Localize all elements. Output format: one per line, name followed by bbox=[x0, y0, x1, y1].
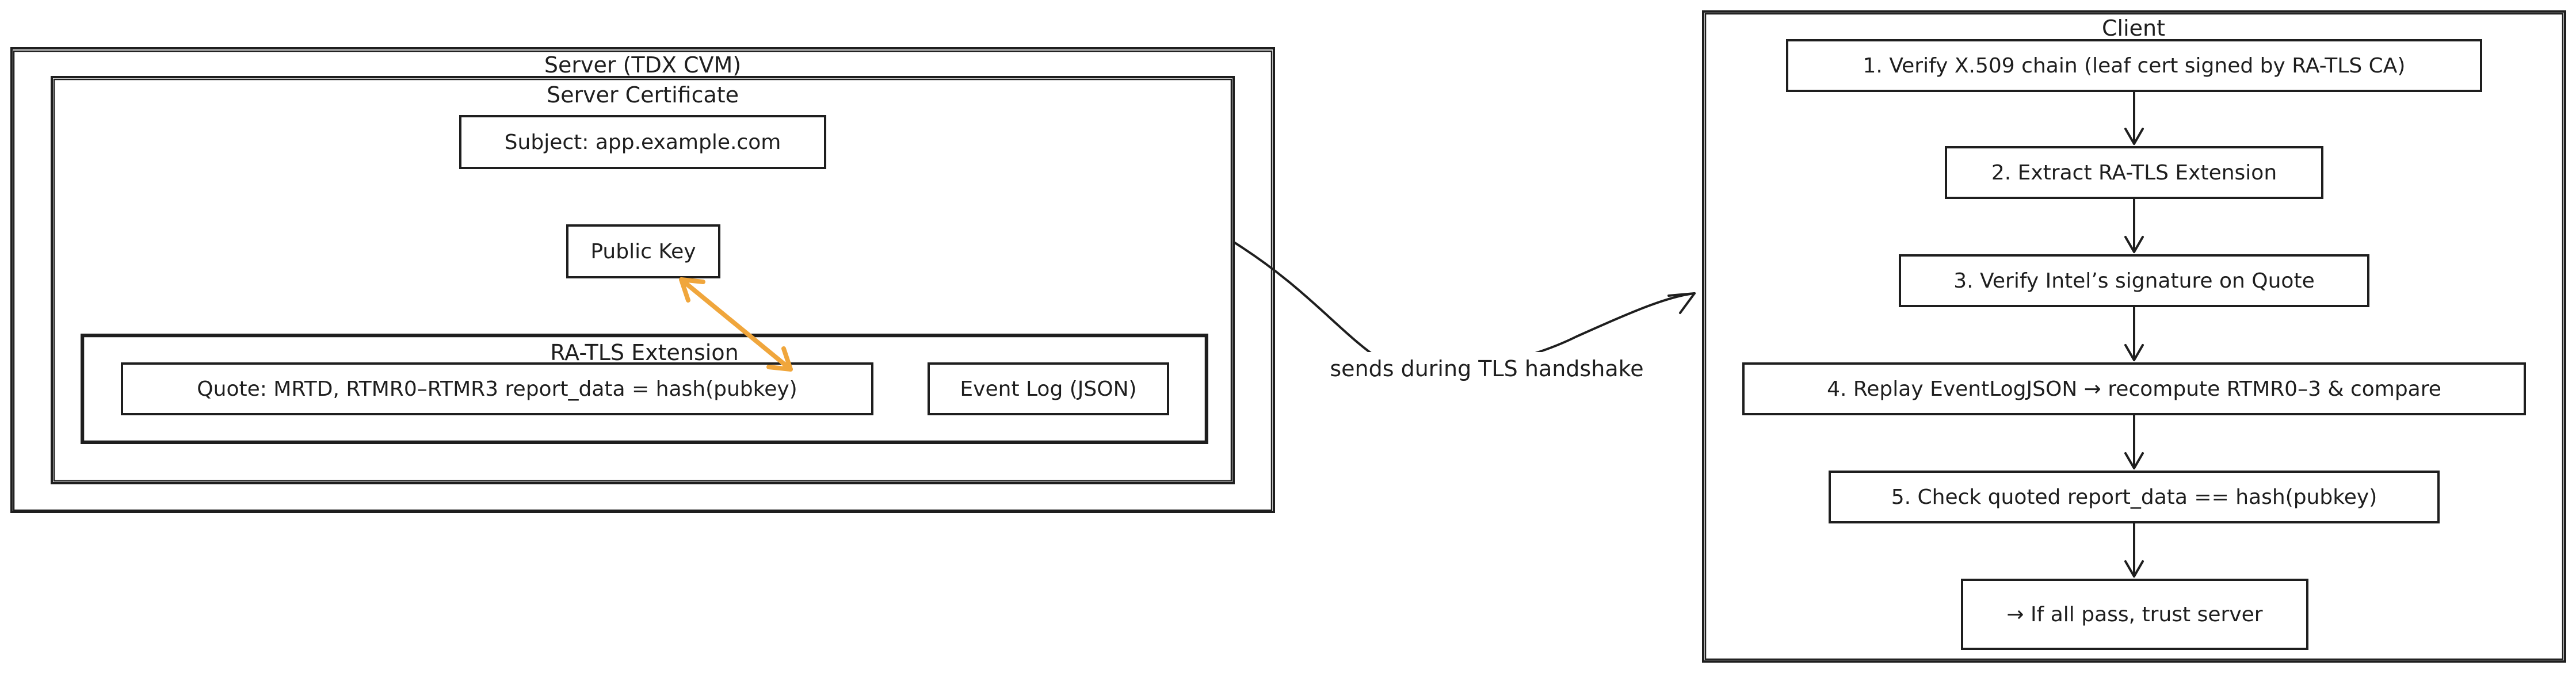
extension-title: RA-TLS Extension bbox=[550, 340, 738, 365]
client-frame-sketch bbox=[1704, 13, 2564, 660]
step-2-to-3-arrow bbox=[2124, 198, 2144, 253]
server-panel: Server (TDX CVM) Server Certificate Subj… bbox=[10, 47, 1275, 513]
pubkey-hash-link bbox=[679, 277, 793, 372]
handshake-arrowhead bbox=[1667, 292, 1696, 314]
step-5-to-6-arrow bbox=[2124, 522, 2144, 578]
event-log-label: Event Log (JSON) bbox=[960, 377, 1136, 401]
handshake-arrow bbox=[1234, 242, 1696, 373]
client-panel: Client 1. Verify X.509 chain (leaf cert … bbox=[1702, 10, 2566, 663]
public-key-label: Public Key bbox=[590, 240, 696, 263]
step-6-label: → If all pass, trust server bbox=[2006, 603, 2262, 626]
subject-box bbox=[459, 115, 826, 169]
handshake-label: sends during TLS handshake bbox=[1330, 356, 1643, 381]
quote-label: Quote: MRTD, RTMR0–RTMR3 report_data = h… bbox=[197, 377, 797, 401]
server-frame-sketch bbox=[13, 50, 1273, 511]
client-frame bbox=[1702, 10, 2566, 663]
handshake-connector: sends during TLS handshake bbox=[1234, 242, 1696, 384]
client-title: Client bbox=[2102, 16, 2165, 41]
certificate-frame-sketch bbox=[53, 78, 1232, 482]
step-5-label: 5. Check quoted report_data == hash(pubk… bbox=[1891, 485, 2377, 509]
certificate-frame bbox=[51, 76, 1235, 484]
step-1-label: 1. Verify X.509 chain (leaf cert signed … bbox=[1863, 54, 2406, 78]
extension-frame-sketch bbox=[82, 335, 1207, 442]
step-2-label: 2. Extract RA-TLS Extension bbox=[1991, 161, 2277, 185]
handshake-label-bg bbox=[1321, 352, 1655, 384]
certificate-title: Server Certificate bbox=[547, 82, 739, 108]
step-3-to-4-arrow bbox=[2124, 306, 2144, 361]
server-frame bbox=[10, 47, 1275, 513]
public-key-box bbox=[566, 224, 720, 278]
subject-label: Subject: app.example.com bbox=[505, 131, 781, 154]
quote-box bbox=[121, 362, 873, 415]
server-title: Server (TDX CVM) bbox=[544, 52, 741, 78]
step-4-label: 4. Replay EventLogJSON → recompute RTMR0… bbox=[1827, 377, 2441, 401]
step-6-box bbox=[1961, 579, 2308, 650]
event-log-box bbox=[928, 362, 1169, 415]
step-1-to-2-arrow bbox=[2124, 91, 2144, 145]
step-3-label: 3. Verify Intel’s signature on Quote bbox=[1953, 269, 2314, 293]
extension-frame bbox=[81, 334, 1208, 444]
step-4-to-5-arrow bbox=[2124, 414, 2144, 469]
